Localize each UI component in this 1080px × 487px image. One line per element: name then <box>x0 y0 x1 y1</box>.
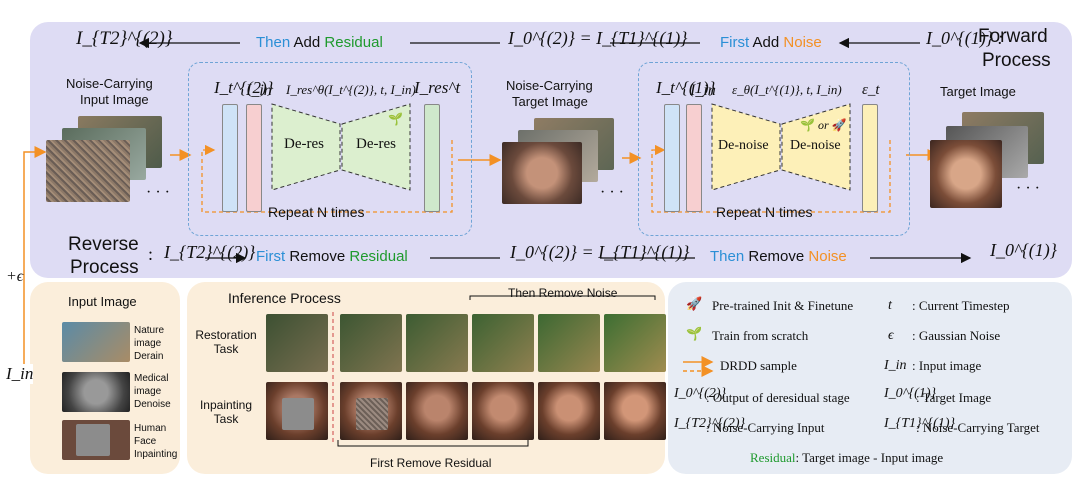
noisy-input-label-2: Input Image <box>80 92 149 107</box>
denoise-label-2: De-noise <box>790 138 841 153</box>
then-add-residual-label: Then Add Residual <box>256 34 383 51</box>
denoise-decoder <box>781 103 851 191</box>
reverse-label-2: Process <box>70 257 139 278</box>
input-image-title: Input Image <box>68 294 137 309</box>
reverse-end-symbol: I_0^{(1)} <box>990 240 1057 260</box>
restoration-thumb-0 <box>266 314 328 372</box>
it1-symbol: I_t^{(1)} <box>656 78 716 97</box>
face-mask <box>76 424 110 456</box>
legend-iin-symbol: I_in <box>884 358 907 373</box>
nature-image <box>62 322 130 362</box>
legend-noisy-input: : Noise-Carrying Input <box>706 420 825 435</box>
eps-bar <box>862 104 878 212</box>
forward-label: Forward <box>978 26 1048 47</box>
legend-i02-symbol: I_0^{(2)} <box>674 386 727 401</box>
medical-image <box>62 372 130 412</box>
repeat-label-left: Repeat N times <box>268 204 365 220</box>
seedling-icon: 🌱 <box>388 112 403 126</box>
legend-i01-desc: : Target Image <box>916 390 992 405</box>
legend-pretrained: Pre-trained Init & Finetune <box>712 298 854 313</box>
forward-middle-equation: I_0^{(2)} = I_{T1}^{(1)} <box>508 28 688 48</box>
legend-t-symbol: t <box>888 298 892 313</box>
noisy-input-label: Noise-Carrying <box>66 76 153 91</box>
legend-panel <box>668 282 1072 474</box>
legend-eps-desc: : Gaussian Noise <box>912 328 1001 343</box>
forward-result-symbol: I_{T2}^{(2)} <box>76 28 173 49</box>
first-remove-residual-label: First Remove Residual <box>256 248 408 265</box>
noisy-target-image <box>502 142 582 204</box>
seedling-or-rocket-icon: 🌱 or 🚀 <box>800 118 847 132</box>
legend-t-desc: : Current Timestep <box>912 298 1010 313</box>
first-remove-residual-bracket-label: First Remove Residual <box>370 456 492 470</box>
restoration-thumb-3 <box>472 314 534 372</box>
legend-iin-desc: : Input image <box>912 358 982 373</box>
legend-eps-symbol: ϵ <box>888 328 894 343</box>
denoise-label-1: De-noise <box>718 138 769 153</box>
restoration-thumb-5 <box>604 314 666 372</box>
denoise-block <box>638 62 910 236</box>
plus-epsilon: +ϵ <box>6 268 24 285</box>
denoise-encoder <box>711 103 781 191</box>
then-remove-noise-label: Then Remove Noise <box>710 248 847 265</box>
target-image-label: Target Image <box>940 84 1016 99</box>
inpainting-mask-1 <box>356 398 388 430</box>
iin-side-symbol: I_in <box>6 364 34 384</box>
it2-symbol: I_t^{(2)} <box>214 78 274 97</box>
deres-decoder <box>341 103 411 191</box>
inpainting-mask-0 <box>282 398 314 430</box>
reverse-start-symbol: I_{T2}^{(2)} <box>164 242 256 262</box>
deres-encoder <box>271 103 341 191</box>
rocket-icon: 🚀 <box>686 296 703 311</box>
iin-symbol: I_in <box>246 82 272 99</box>
it2-bar <box>222 104 238 212</box>
legend-residual-definition: Residual: Target image - Input image <box>750 450 944 465</box>
then-remove-noise-bracket-label: Then Remove Noise <box>508 286 618 300</box>
inpainting-thumb-5 <box>604 382 666 440</box>
deres-label-2: De-res <box>356 136 396 152</box>
reverse-label: Reverse <box>68 234 139 255</box>
noisy-input-image <box>46 140 130 202</box>
eps-theta-symbol: ε_θ(I_t^{(1)}, t, I_in) <box>732 82 842 97</box>
restoration-thumb-1 <box>340 314 402 372</box>
reverse-middle-equation: I_0^{(2)} = I_{T1}^{(1)} <box>510 242 690 262</box>
first-add-noise-label: First Add Noise <box>720 34 822 51</box>
seedling-legend-icon: 🌱 <box>686 326 703 341</box>
legend-it1-symbol: I_{T1}^{(1)} <box>884 416 956 431</box>
legend-i01-symbol: I_0^{(1)} <box>884 386 937 401</box>
repeat-label-right: Repeat N times <box>716 204 813 220</box>
iin-symbol-2: I_in <box>690 82 716 99</box>
restoration-thumb-2 <box>406 314 468 372</box>
it1-bar <box>664 104 680 212</box>
iin-bar-2 <box>686 104 702 212</box>
target-image <box>930 140 1002 208</box>
inpainting-thumb-3 <box>472 382 534 440</box>
legend-it1-desc: : Noise-Carrying Target <box>916 420 1040 435</box>
forward-start-symbol: I_0^{(1)} : <box>926 28 1004 48</box>
inpainting-thumb-2 <box>406 382 468 440</box>
legend-sample: DRDD sample <box>720 358 797 373</box>
ires-t-symbol: I_res^t <box>414 78 461 97</box>
ires-theta-symbol: I_res^θ(I_t^{(2)}, t, I_in) <box>286 82 416 97</box>
deres-label-1: De-res <box>284 136 324 152</box>
ires-bar <box>424 104 440 212</box>
legend-it2-symbol: I_{T2}^{(2)} <box>674 416 746 431</box>
legend-scratch: Train from scratch <box>712 328 809 343</box>
eps-t-symbol: ε_t <box>862 82 880 98</box>
legend-out-deres: : Output of deresidual stage <box>706 390 850 405</box>
noisy-target-label: Noise-Carrying <box>506 78 593 93</box>
deresidual-block <box>188 62 472 236</box>
inpainting-thumb-4 <box>538 382 600 440</box>
forward-label-2: Process <box>982 50 1051 71</box>
restoration-thumb-4 <box>538 314 600 372</box>
iin-bar <box>246 104 262 212</box>
noisy-target-label-2: Target Image <box>512 94 588 109</box>
inference-title: Inference Process <box>228 290 341 306</box>
